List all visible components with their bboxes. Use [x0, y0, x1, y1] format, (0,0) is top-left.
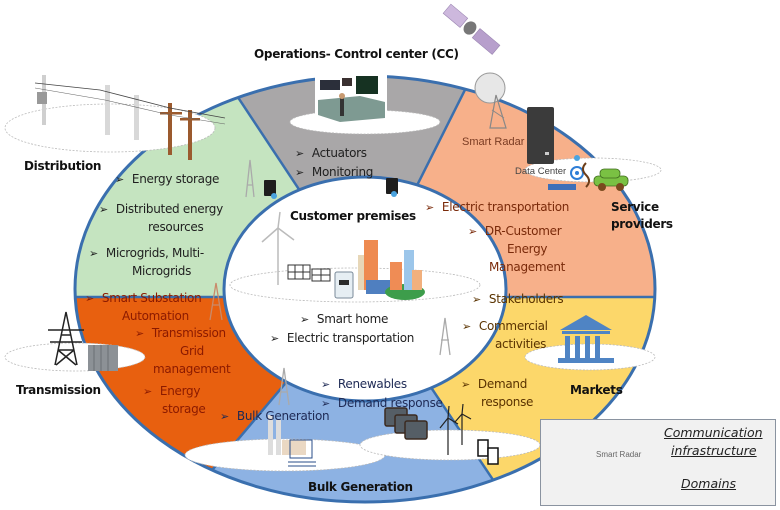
legend-domains-label: Domains — [681, 476, 737, 491]
distribution-item-der: ➢Distributed energy — [99, 202, 223, 216]
bulk-generation-title: Bulk Generation — [308, 480, 413, 494]
bullet-arrow-icon: ➢ — [295, 166, 304, 179]
bullet-arrow-icon: ➢ — [300, 313, 309, 326]
bulk-item-demand-response: ➢Demand response — [321, 396, 443, 410]
bullet-arrow-icon: ➢ — [270, 332, 279, 345]
bullet-arrow-icon: ➢ — [220, 410, 229, 423]
bullet-arrow-icon: ➢ — [472, 293, 481, 306]
solar-panel-icon — [384, 407, 428, 440]
service-item-dr-customer: ➢DR-Customer — [468, 224, 562, 238]
cell-tower-icon — [278, 367, 290, 406]
bullet-arrow-icon: ➢ — [462, 320, 471, 333]
bullet-arrow-icon: ➢ — [468, 225, 477, 238]
markets-item-demand-response: ➢Demand — [461, 377, 528, 391]
server-user-icon — [264, 178, 398, 199]
solar-panel-icon — [287, 264, 331, 282]
legend-communication-line1: Communication — [664, 425, 763, 440]
markets-item-demand-response-line2: response — [481, 395, 534, 409]
markets-item-commercial: ➢Commercial — [462, 319, 548, 333]
dam-icon — [288, 439, 316, 467]
data-center-server-icon — [527, 107, 576, 190]
bullet-arrow-icon: ➢ — [461, 378, 470, 391]
electric-car-icon — [582, 162, 629, 191]
service-item-dr-customer-line3: Management — [489, 260, 566, 274]
operations-item-monitoring: ➢Monitoring — [295, 165, 374, 179]
smart-radar-caption: Smart Radar — [462, 136, 525, 148]
distribution-title: Distribution — [24, 159, 102, 173]
transmission-item-grid-management-line3: management — [153, 362, 231, 376]
control-room-icon — [315, 73, 387, 123]
markets-title: Markets — [570, 383, 623, 397]
bullet-arrow-icon: ➢ — [99, 203, 108, 216]
bullet-arrow-icon: ➢ — [321, 397, 330, 410]
cell-tower-icon — [245, 159, 255, 198]
markets-item-commercial-line2: activities — [495, 337, 547, 351]
bullet-arrow-icon: ➢ — [115, 173, 124, 186]
segment-operations — [200, 76, 490, 289]
transformer-icon — [88, 345, 118, 371]
legend-radar-caption: Smart Radar — [596, 450, 642, 459]
customer-item-electric-transportation: ➢Electric transportation — [270, 331, 415, 345]
transmission-item-energy-storage-line2: storage — [162, 402, 206, 416]
distribution-item-der-line2: resources — [148, 220, 204, 234]
cell-tower-icon — [439, 317, 451, 356]
wind-turbine-icon — [261, 211, 295, 285]
transmission-title: Transmission — [16, 383, 101, 397]
cell-tower-icon — [209, 282, 223, 321]
wifi-robot-icon — [570, 155, 584, 180]
bullet-arrow-icon: ➢ — [143, 385, 152, 398]
operations-item-actuators: ➢Actuators — [295, 146, 367, 160]
distribution-item-microgrids-line2: Microgrids — [132, 264, 192, 278]
satellite-icon — [442, 3, 501, 55]
transmission-tower-icon — [48, 311, 84, 366]
bulk-item-renewables: ➢Renewables — [321, 377, 407, 391]
transmission-item-grid-management: ➢Transmission — [135, 326, 226, 340]
data-center-caption: Data Center — [515, 166, 567, 177]
service-item-electric-transportation: ➢Electric transportation — [425, 200, 570, 214]
cell-towers — [209, 159, 451, 406]
service-item-dr-customer-line2: Energy — [507, 242, 548, 256]
bullet-arrow-icon: ➢ — [425, 201, 434, 214]
distribution-item-energy-storage: ➢Energy storage — [115, 172, 220, 186]
service-providers-title-line1: Service — [611, 200, 659, 214]
operations-title: Operations- Control center (CC) — [254, 47, 459, 61]
markets-item-stakeholders: ➢Stakeholders — [472, 292, 564, 306]
bullet-arrow-icon: ➢ — [85, 292, 94, 305]
customer-premises-title: Customer premises — [290, 209, 416, 223]
bullet-arrow-icon: ➢ — [321, 378, 330, 391]
bullet-arrow-icon: ➢ — [295, 147, 304, 160]
bullet-arrow-icon: ➢ — [89, 247, 98, 260]
service-providers-title-line2: providers — [611, 217, 673, 231]
service-providers-title: Service providers — [611, 199, 673, 233]
radar-dish-icon — [474, 72, 507, 129]
battery-icon — [477, 439, 499, 465]
bank-building-icon — [558, 315, 614, 363]
distribution-item-microgrids: ➢Microgrids, Multi- — [89, 246, 204, 260]
transmission-item-smart-substation: ➢Smart Substation — [85, 291, 202, 305]
legend-communication-line2: infrastructure — [671, 443, 757, 458]
power-pole-icon — [34, 75, 226, 160]
bulk-item-bulk-generation: ➢Bulk Generation — [220, 409, 330, 423]
bullet-arrow-icon: ➢ — [135, 327, 144, 340]
smart-meter-icon — [334, 271, 354, 299]
legend-box — [540, 419, 776, 506]
transmission-item-energy-storage: ➢Energy — [143, 384, 201, 398]
customer-item-smart-home: ➢Smart home — [300, 312, 389, 326]
factory-icon — [268, 415, 306, 455]
city-buildings-icon — [358, 240, 425, 300]
wind-turbine-icon — [439, 403, 472, 455]
transmission-item-grid-management-line2: Grid — [180, 344, 204, 358]
transmission-item-smart-substation-line2: Automation — [122, 309, 189, 323]
